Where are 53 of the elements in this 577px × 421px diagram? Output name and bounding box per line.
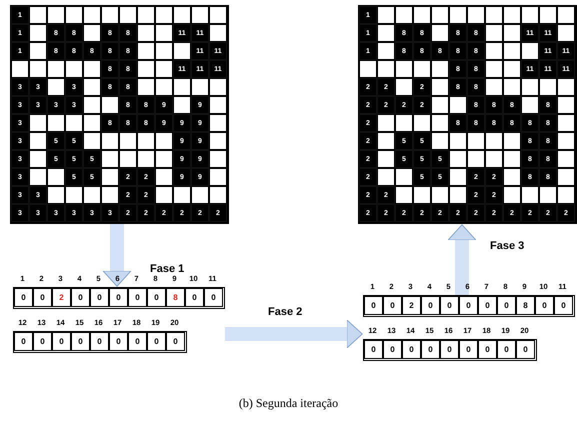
array-cell: 0 bbox=[128, 332, 147, 351]
block-arrow bbox=[225, 320, 363, 348]
array-cell: 0 bbox=[204, 288, 223, 307]
block-arrow bbox=[102, 224, 132, 287]
edge-label: Fase 2 bbox=[268, 306, 302, 318]
array-cell: 0 bbox=[421, 296, 440, 315]
array-cell: 0 bbox=[497, 340, 516, 359]
array-cell: 0 bbox=[33, 332, 52, 351]
array-cell: 0 bbox=[440, 296, 459, 315]
array-cell: 0 bbox=[497, 296, 516, 315]
label-array bbox=[363, 295, 575, 317]
array-cell: 0 bbox=[459, 340, 478, 359]
array-cell: 0 bbox=[71, 288, 90, 307]
array-cell: 0 bbox=[52, 332, 71, 351]
array-cell: 0 bbox=[421, 340, 440, 359]
edge-label: Fase 1 bbox=[150, 263, 184, 275]
array-cell: 0 bbox=[71, 332, 90, 351]
label-array bbox=[13, 331, 187, 353]
pixel-grid bbox=[10, 5, 229, 224]
array-cell: 2 bbox=[402, 296, 421, 315]
array-cell: 0 bbox=[554, 296, 573, 315]
array-cell: 0 bbox=[364, 340, 383, 359]
array-cell: 0 bbox=[128, 288, 147, 307]
array-cell: 0 bbox=[383, 340, 402, 359]
array-cell: 0 bbox=[14, 332, 33, 351]
array-cell: 0 bbox=[14, 288, 33, 307]
label-array bbox=[363, 339, 537, 361]
array-cell: 0 bbox=[90, 332, 109, 351]
block-arrow bbox=[448, 224, 476, 295]
array-cell: 0 bbox=[109, 288, 128, 307]
array-cell: 0 bbox=[33, 288, 52, 307]
array-cell: 0 bbox=[109, 332, 128, 351]
array-cell: 8 bbox=[166, 288, 185, 307]
array-cell: 0 bbox=[383, 296, 402, 315]
array-cell: 0 bbox=[478, 340, 497, 359]
edge-label: Fase 3 bbox=[490, 240, 524, 252]
array-cell: 0 bbox=[364, 296, 383, 315]
label-array bbox=[13, 287, 225, 309]
array-cell: 0 bbox=[440, 340, 459, 359]
array-cell: 0 bbox=[402, 340, 421, 359]
array-cell: 2 bbox=[52, 288, 71, 307]
array-cell: 0 bbox=[478, 296, 497, 315]
array-cell: 0 bbox=[459, 296, 478, 315]
pixel-grid bbox=[358, 5, 577, 224]
array-cell: 0 bbox=[535, 296, 554, 315]
array-cell: 0 bbox=[166, 332, 185, 351]
array-cell: 0 bbox=[90, 288, 109, 307]
array-cell: 0 bbox=[147, 332, 166, 351]
array-cell: 0 bbox=[147, 288, 166, 307]
caption: (b) Segunda iteração bbox=[238, 396, 338, 410]
array-cell: 8 bbox=[516, 296, 535, 315]
array-cell: 0 bbox=[516, 340, 535, 359]
array-cell: 0 bbox=[185, 288, 204, 307]
